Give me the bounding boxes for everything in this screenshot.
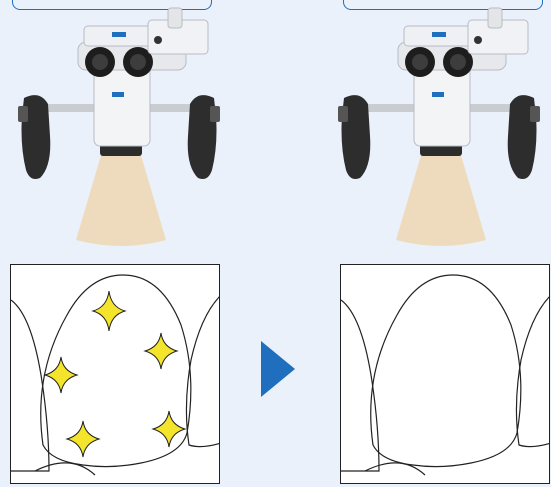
tooth-panel-after: [340, 264, 550, 484]
sparkle-icon: [45, 357, 77, 393]
microscope-icon: [14, 6, 224, 251]
sparkle-icon: [67, 421, 99, 457]
tooth-outline: [341, 265, 550, 484]
sparkle-icon: [145, 333, 177, 369]
light-cone: [76, 152, 166, 246]
tooth-outline: [11, 265, 220, 484]
tooth-panel-before: [10, 264, 220, 484]
microscope-icon: [334, 6, 544, 251]
sparkle-icon: [93, 291, 125, 331]
light-cone: [396, 152, 486, 246]
sparkle-icon: [153, 411, 185, 447]
arrow-right-icon: [259, 339, 297, 399]
